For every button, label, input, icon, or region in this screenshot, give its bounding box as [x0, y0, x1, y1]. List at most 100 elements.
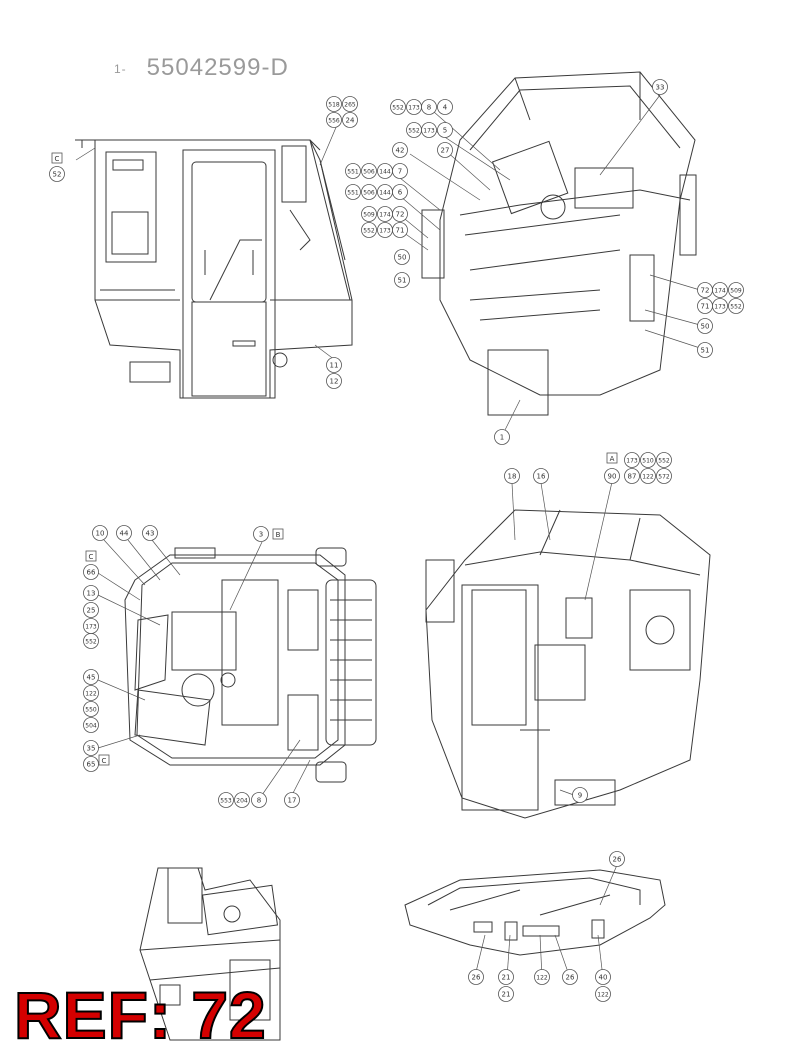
callout-label: 42 — [396, 146, 405, 154]
callout-label: 173 — [423, 127, 435, 134]
callout-label: 90 — [608, 472, 617, 480]
callout-label: 17 — [288, 796, 297, 804]
callout-label: 24 — [346, 116, 355, 124]
callout-circle — [83, 740, 99, 756]
section-box-label: A — [610, 455, 615, 463]
callout-circle — [49, 166, 65, 182]
callout-circle — [421, 122, 437, 138]
callout-label: 550 — [85, 706, 97, 713]
callout-circle — [142, 525, 158, 541]
section-box — [98, 754, 110, 766]
callout-circle — [533, 468, 549, 484]
callout-label: 122 — [85, 690, 97, 697]
callout-label: 6 — [398, 188, 403, 196]
callout-label: 506 — [363, 168, 375, 175]
section-box — [85, 550, 97, 562]
callout-label: 504 — [85, 722, 97, 729]
callout-circle — [83, 633, 99, 649]
callout-circle — [361, 206, 377, 222]
callout-circle — [394, 272, 410, 288]
callout-circle — [83, 717, 99, 733]
callout-circle — [697, 342, 713, 358]
callout-circle — [394, 249, 410, 265]
callout-circle — [534, 969, 550, 985]
callout-label: 552 — [730, 303, 742, 310]
callout-circle — [345, 184, 361, 200]
callout-circle — [604, 468, 620, 484]
callout-circle — [345, 163, 361, 179]
callout-circle — [326, 357, 342, 373]
section-box-label: C — [89, 553, 94, 561]
callout-label: 174 — [379, 211, 391, 218]
callout-circle — [656, 468, 672, 484]
callout-circle — [504, 468, 520, 484]
callout-label: 7 — [398, 167, 402, 175]
callout-circle — [562, 969, 578, 985]
callout-circle — [326, 373, 342, 389]
callout-label: 122 — [536, 974, 548, 981]
callout-label: 552 — [658, 457, 670, 464]
callout-circle — [342, 112, 358, 128]
callout-label: 506 — [363, 189, 375, 196]
callout-label: 4 — [443, 103, 448, 111]
roof-view — [404, 869, 666, 956]
callout-circle — [421, 99, 437, 115]
callout-circle — [595, 986, 611, 1002]
callout-label: 45 — [87, 673, 96, 681]
callout-circle — [437, 142, 453, 158]
document-number-prefix: 1- — [114, 61, 127, 76]
callout-label: 13 — [87, 589, 96, 597]
callout-circle — [640, 468, 656, 484]
section-box-label: C — [55, 155, 60, 163]
callout-circle — [392, 142, 408, 158]
callout-label: 72 — [701, 286, 710, 294]
callout-label: 551 — [347, 168, 359, 175]
callout-label: 21 — [502, 973, 511, 981]
callout-circle — [640, 452, 656, 468]
callout-label: 552 — [392, 104, 404, 111]
callout-label: 10 — [96, 529, 105, 537]
callout-circle — [624, 452, 640, 468]
callout-label: 26 — [613, 855, 622, 863]
callout-label: 173 — [626, 457, 638, 464]
cab-iso-rear-view — [425, 509, 711, 819]
section-box — [272, 528, 284, 540]
callout-circle — [392, 184, 408, 200]
callout-circle — [624, 468, 640, 484]
callout-circle — [326, 96, 342, 112]
callout-circle — [697, 318, 713, 334]
callout-circle — [83, 669, 99, 685]
callout-circle — [361, 184, 377, 200]
callout-label: 174 — [714, 287, 726, 294]
callout-circle — [572, 787, 588, 803]
leader-lines — [75, 94, 701, 979]
callout-circle — [712, 282, 728, 298]
callout-label: 204 — [236, 797, 248, 804]
callout-circle — [218, 792, 234, 808]
callout-circle — [609, 851, 625, 867]
callout-label: 21 — [502, 990, 511, 998]
callout-circle — [392, 206, 408, 222]
callout-circle — [494, 429, 510, 445]
callout-label: 43 — [146, 529, 155, 537]
callout-circle — [342, 96, 358, 112]
callout-label: 553 — [220, 797, 232, 804]
callout-label: 556 — [328, 117, 340, 124]
callout-circle — [83, 564, 99, 580]
callout-circle — [92, 525, 108, 541]
callout-label: 144 — [379, 168, 391, 175]
callout-label: 173 — [85, 623, 97, 630]
callout-circle — [251, 792, 267, 808]
callout-circle — [284, 792, 300, 808]
callout-label: 50 — [701, 322, 710, 330]
callout-circle — [234, 792, 250, 808]
callout-circle — [83, 685, 99, 701]
callout-label: 552 — [85, 638, 97, 645]
callout-label: 52 — [53, 170, 62, 178]
section-box-label: C — [102, 757, 107, 765]
document-number: 1-55042599-D — [114, 54, 289, 82]
callout-circle — [712, 298, 728, 314]
